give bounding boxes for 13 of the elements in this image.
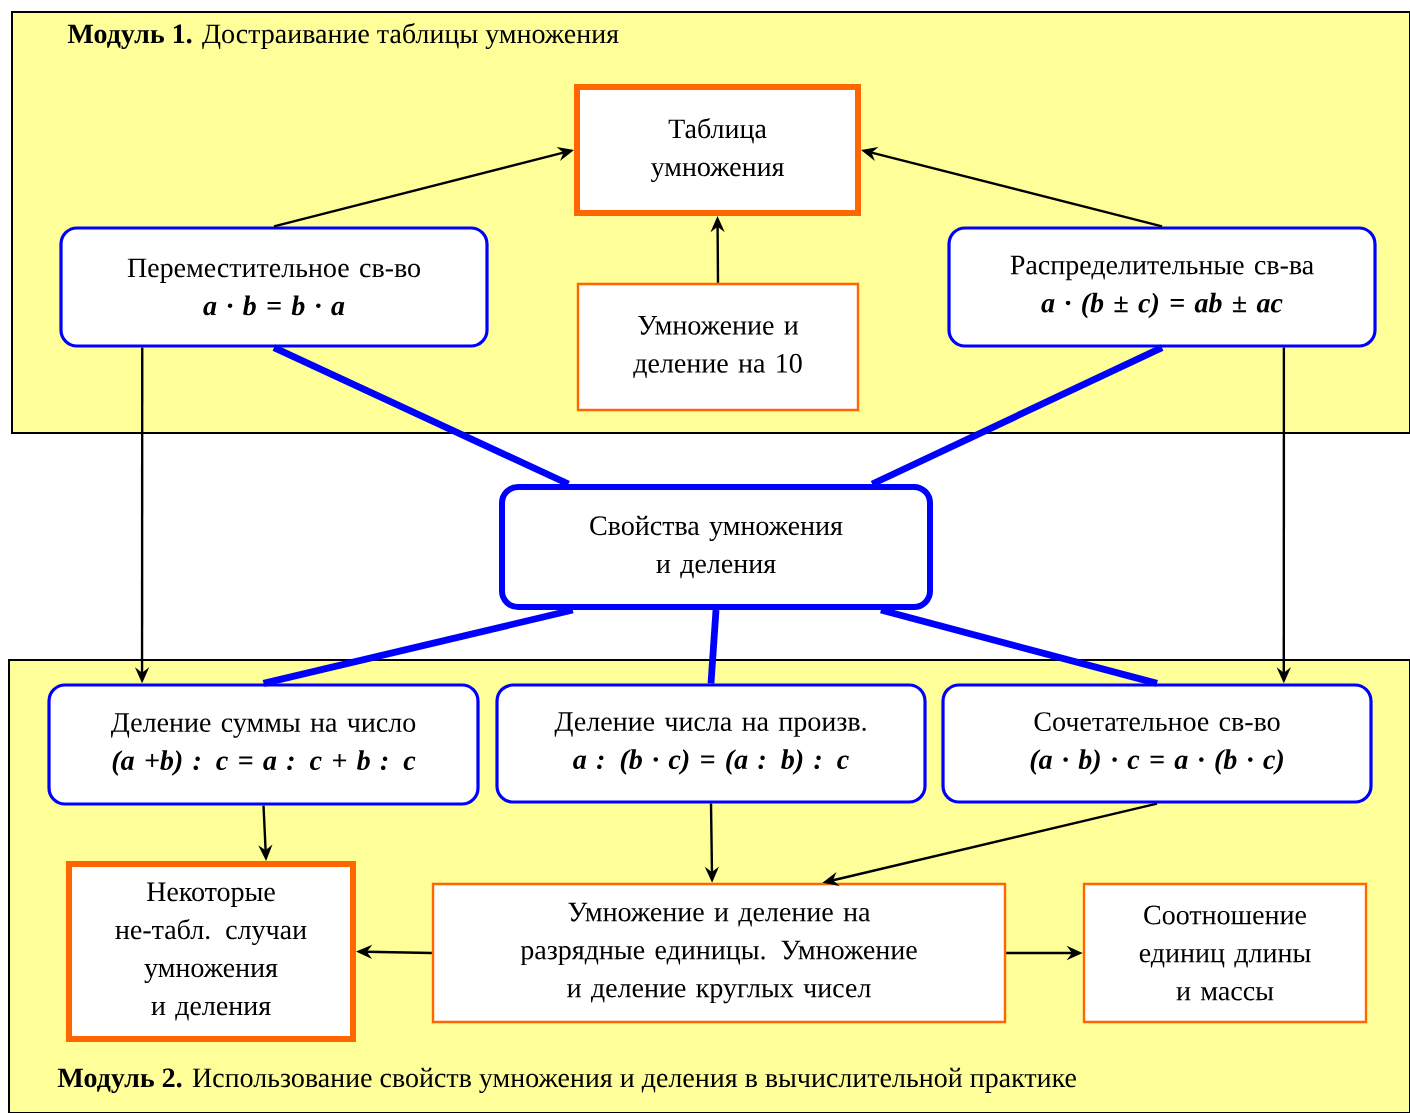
property-box: Деление числа на произв. a : (b · c) = (a : b) : c [495, 683, 927, 804]
property-box: Переместительное св-во a · b = b · a [59, 226, 489, 348]
process-box: Некоторые не-табл. случаи умножения и деления [66, 861, 356, 1042]
process-box: Умножение и деление на разрядные единицы. Умножение и деление круглых чисел [431, 882, 1007, 1024]
process-box: Умножение и деление на 10 [576, 282, 860, 412]
module-heading: Модуль 1. Достраивание таблицы умножения [67, 22, 619, 50]
module-heading: Модуль 2. Использование свойств умножения и деления в вычислительной практике [57, 1067, 1076, 1094]
property-box: Деление суммы на число (a +b) : c = a : c + b : c [47, 683, 480, 806]
property-box: Сочетательное св-во (a · b) · c = a · (b · c) [941, 683, 1373, 804]
property-box: Распределительные св-ва a · (b ± c) = ab ± ac [947, 226, 1377, 348]
process-box: Соотношение единиц длины и массы [1082, 882, 1368, 1024]
property-box: Свойства умножения и деления [499, 484, 933, 610]
process-box: Таблица умножения [574, 84, 861, 216]
